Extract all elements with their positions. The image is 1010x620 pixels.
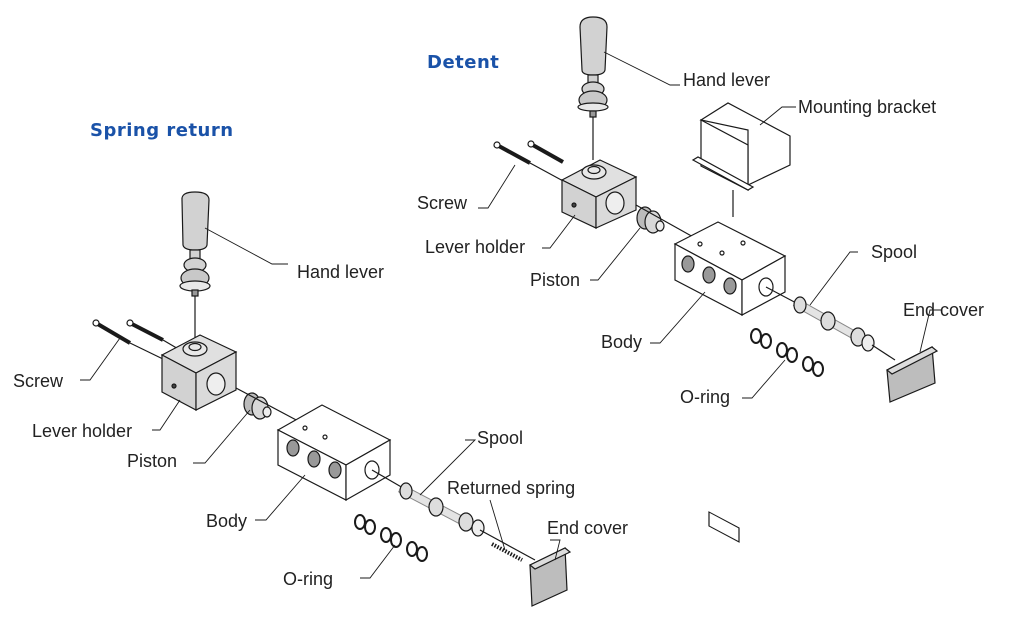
piston-part bbox=[235, 387, 301, 423]
end-cover-part bbox=[528, 547, 572, 607]
label-mounting-bracket: Mounting bracket bbox=[798, 97, 937, 117]
spool-part bbox=[397, 482, 485, 537]
screw-part bbox=[92, 319, 181, 361]
spring-return-assembly bbox=[80, 191, 572, 607]
label-o-ring: O-ring bbox=[283, 569, 334, 589]
label-end-cover: End cover bbox=[547, 518, 629, 538]
label-end-cover: End cover bbox=[903, 300, 985, 320]
o-ring-parts bbox=[354, 514, 428, 562]
label-hand-lever: Hand lever bbox=[297, 262, 385, 282]
end-cover-part bbox=[885, 346, 939, 403]
piston-part bbox=[635, 204, 696, 239]
label-spool: Spool bbox=[477, 428, 524, 448]
returned-spring-part bbox=[479, 529, 536, 562]
hand-lever-part bbox=[179, 191, 211, 340]
body-part bbox=[673, 221, 801, 317]
label-returned-spring: Returned spring bbox=[447, 478, 576, 498]
label-lever-holder: Lever holder bbox=[32, 421, 133, 441]
label-piston: Piston bbox=[530, 270, 581, 290]
label-body: Body bbox=[601, 332, 643, 352]
leader-lines bbox=[80, 227, 561, 579]
leader-lines bbox=[478, 51, 942, 399]
spool-part bbox=[792, 296, 896, 361]
label-screw: Screw bbox=[417, 193, 468, 213]
label-lever-holder: Lever holder bbox=[425, 237, 526, 257]
body-part bbox=[276, 404, 411, 502]
lever-holder-part bbox=[560, 159, 638, 229]
mounting-bracket-part bbox=[691, 102, 791, 543]
label-piston: Piston bbox=[127, 451, 178, 471]
label-spool: Spool bbox=[871, 242, 918, 262]
detent-title: Detent bbox=[427, 52, 500, 73]
spring-return-title: Spring return bbox=[90, 120, 234, 141]
o-ring-parts bbox=[750, 328, 824, 377]
label-o-ring: O-ring bbox=[680, 387, 731, 407]
lever-holder-part bbox=[160, 334, 238, 411]
label-hand-lever: Hand lever bbox=[683, 70, 771, 90]
detent-assembly bbox=[478, 16, 942, 543]
label-body: Body bbox=[206, 511, 248, 531]
screw-part bbox=[493, 140, 566, 183]
hand-lever-part bbox=[577, 16, 609, 160]
label-screw: Screw bbox=[13, 371, 64, 391]
